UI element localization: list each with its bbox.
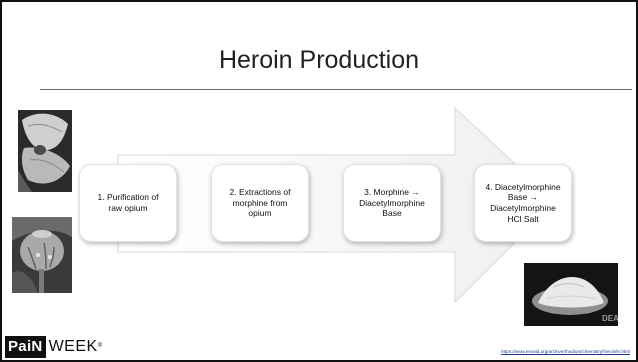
title-divider: [40, 89, 632, 90]
step-4-line-3: Diacetylmorphine: [490, 203, 556, 213]
step-4-line-1: 4. Diacetylmorphine: [485, 181, 561, 192]
step-4-base-to-salt: 4. Diacetylmorphine Base → Diacetylmorph…: [474, 164, 572, 242]
step-2-extraction: 2. Extractions of morphine from opium: [211, 164, 309, 242]
step-4-line-4: HCl Salt: [507, 213, 539, 224]
step-3-line-1: 3. Morphine →: [364, 187, 420, 198]
logo-registered-mark: ®: [97, 343, 103, 349]
step-1-purification: 1. Purification of raw opium: [79, 164, 177, 242]
poppy-seed-pod-photo: [12, 217, 72, 293]
slide-title: Heroin Production: [218, 46, 420, 74]
poppy-flower-photo: [18, 110, 72, 192]
step-3-line-2: Diacetylmorphine: [359, 197, 425, 208]
step-4-line-2: Base →: [507, 192, 539, 203]
step-3-morphine-to-base: 3. Morphine → Diacetylmorphine Base: [343, 164, 441, 242]
painweek-logo: PaiN WEEK®: [5, 336, 105, 358]
step-2-line-2: morphine from: [232, 197, 288, 208]
step-2-line-1: 2. Extractions of: [229, 187, 291, 198]
heroin-powder-photo: DEA: [524, 263, 618, 326]
logo-part-2-text: WEEK: [48, 338, 98, 355]
source-link[interactable]: https://www.erowid.org/archive/rhodium/c…: [501, 349, 630, 354]
logo-part-1: PaiN: [5, 336, 46, 358]
dea-watermark: DEA: [602, 314, 618, 323]
step-2-line-3: opium: [248, 208, 272, 219]
logo-part-2: WEEK®: [46, 336, 105, 358]
step-3-line-3: Base: [382, 208, 402, 219]
step-1-line-1: 1. Purification of: [97, 192, 159, 203]
step-1-line-2: raw opium: [108, 203, 148, 213]
